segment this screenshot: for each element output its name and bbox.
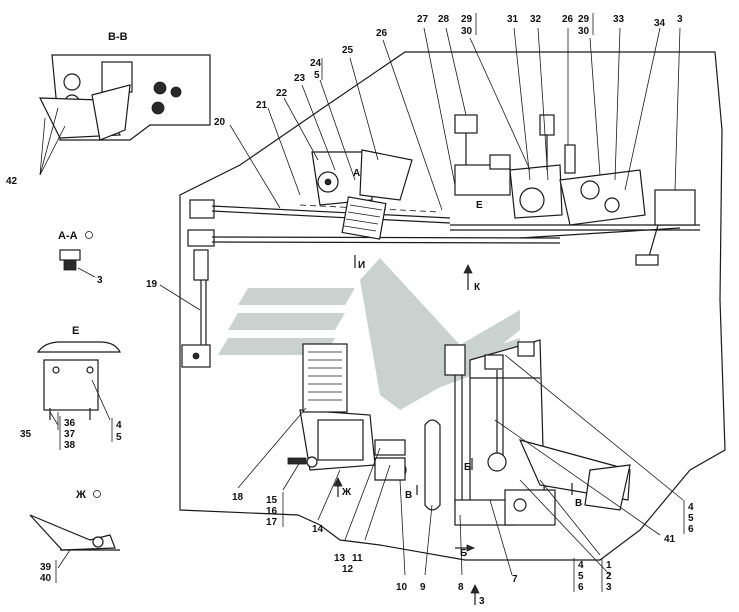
callout-9: 9	[420, 582, 426, 593]
callout-5-e: 5	[116, 432, 122, 443]
upper-right-mechanism	[454, 114, 696, 266]
callout-4-low: 4	[578, 560, 584, 571]
callout-3-top: 3	[677, 14, 683, 25]
callout-38: 38	[64, 440, 76, 451]
view-vv-inset	[39, 54, 211, 141]
callout-7: 7	[512, 574, 518, 585]
callout-2: 2	[606, 571, 612, 582]
callout-4-e: 4	[116, 420, 122, 431]
view-title-aa: А-А	[58, 230, 78, 242]
callout-42: 42	[6, 176, 18, 187]
callout-19: 19	[146, 279, 158, 290]
callout-32: 32	[530, 14, 542, 25]
callout-12: 12	[342, 564, 354, 575]
view-title-vv: В-В	[108, 31, 128, 43]
callout-29-left: 29	[461, 14, 473, 25]
callout-37: 37	[64, 429, 76, 440]
callout-27: 27	[417, 14, 429, 25]
callout-17: 17	[266, 517, 278, 528]
callout-30-right: 30	[578, 26, 590, 37]
cab-floor-outline	[179, 51, 726, 561]
view-title-zh: Ж	[75, 489, 86, 501]
callout-6-right: 6	[688, 524, 694, 535]
callout-20: 20	[214, 117, 226, 128]
callout-5-right: 5	[688, 513, 694, 524]
section-mark-i: И	[358, 260, 365, 271]
view-mark-circle-zh	[93, 490, 101, 498]
callout-5-low: 5	[578, 571, 584, 582]
callout-36: 36	[64, 418, 76, 429]
upper-pedal-assembly	[311, 149, 413, 240]
callout-26-left: 26	[376, 28, 388, 39]
callout-18: 18	[232, 492, 244, 503]
section-mark-k: К	[474, 282, 481, 293]
callout-6-low: 6	[578, 582, 584, 593]
callout-1: 1	[606, 560, 612, 571]
leader-lines	[39, 27, 684, 576]
lower-pedal-assembly	[287, 343, 376, 471]
section-mark-b-bottom: Б	[460, 548, 467, 559]
view-mark-circle-aa	[85, 231, 93, 239]
callout-40: 40	[40, 573, 52, 584]
section-mark-zh: Ж	[341, 487, 352, 498]
vertical-rod-19	[181, 199, 215, 368]
callout-26-right: 26	[562, 14, 574, 25]
callout-13: 13	[334, 553, 346, 564]
callout-28: 28	[438, 14, 450, 25]
callout-3-right: 3	[606, 582, 612, 593]
section-arrows	[333, 255, 573, 605]
callout-22: 22	[276, 88, 288, 99]
view-e-inset	[36, 341, 121, 420]
callout-15: 15	[266, 495, 278, 506]
callout-30-left: 30	[461, 26, 473, 37]
callout-3-aa: 3	[97, 275, 103, 286]
callout-11: 11	[352, 553, 363, 564]
lower-control-console	[374, 339, 631, 526]
callout-24-sub: 5	[314, 70, 320, 81]
section-mark-e: Е	[476, 200, 483, 211]
callout-8: 8	[458, 582, 464, 593]
view-zh-inset	[29, 514, 120, 551]
view-title-e: Е	[72, 325, 79, 337]
callout-25: 25	[342, 45, 354, 56]
callout-10: 10	[396, 582, 408, 593]
callout-29-right: 29	[578, 14, 590, 25]
callout-3-bottom: 3	[479, 596, 485, 607]
callout-23: 23	[294, 73, 306, 84]
callout-35: 35	[20, 429, 32, 440]
section-mark-a: А	[353, 168, 360, 179]
callout-34: 34	[654, 18, 666, 29]
callout-39: 39	[40, 562, 52, 573]
callout-14: 14	[312, 524, 324, 535]
callout-41: 41	[664, 534, 676, 545]
section-mark-v-left: В	[405, 490, 412, 501]
callout-24: 24	[310, 58, 322, 69]
callout-21: 21	[256, 100, 268, 111]
callout-31: 31	[507, 14, 519, 25]
callout-4-right: 4	[688, 502, 694, 513]
callout-33: 33	[613, 14, 625, 25]
section-mark-b-top: Б	[464, 462, 471, 473]
view-aa-inset	[59, 249, 81, 271]
callout-16: 16	[266, 506, 278, 517]
section-mark-v-right: В	[575, 498, 582, 509]
